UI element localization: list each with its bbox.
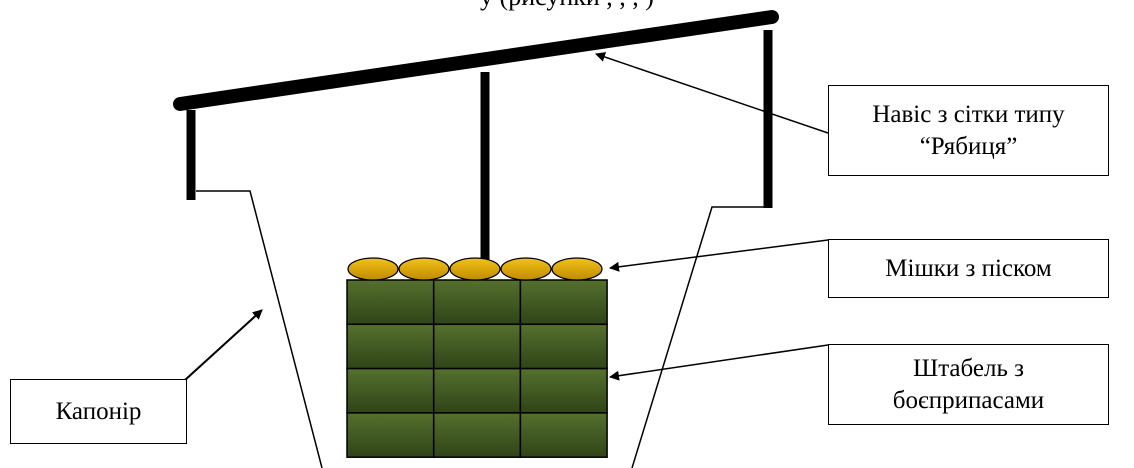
- ammo-box: [519, 412, 608, 458]
- ammo-box: [519, 367, 608, 414]
- sandbags-label: Мішки з піском: [828, 239, 1109, 298]
- ammo-stack-label-line2: боєприпасами: [892, 386, 1045, 414]
- header-fragment: у (рисунки , , , ): [0, 0, 1134, 12]
- canopy-label-line2: “Рябиця”: [919, 132, 1018, 160]
- ammo-stack: [346, 279, 608, 458]
- canopy-label-line1: Навіс з сітки типу: [872, 101, 1065, 129]
- caponier-label: Капонір: [10, 379, 187, 444]
- caponier-wall-left: [196, 190, 323, 468]
- ammo-box: [519, 323, 608, 370]
- canopy-label: Навіс з сітки типу “Рябиця”: [828, 85, 1109, 176]
- ammo-box: [432, 367, 522, 414]
- sandbags-arrow: [609, 239, 829, 272]
- sandbag: [398, 257, 450, 281]
- ammo-box: [346, 323, 435, 370]
- caponier-label-text: Капонір: [55, 397, 142, 425]
- canopy-arrow: [595, 52, 829, 134]
- sandbags: [347, 257, 603, 281]
- ammo-box: [346, 367, 435, 414]
- ammo-box: [432, 323, 522, 370]
- ammo-stack-arrow: [609, 344, 829, 381]
- ammo-box: [432, 279, 522, 326]
- ammo-stack-label: Штабель з боєприпасами: [828, 344, 1109, 425]
- sandbag: [449, 257, 501, 281]
- canopy-bar: [173, 10, 779, 111]
- ammo-box: [519, 279, 608, 326]
- sandbag: [500, 257, 552, 281]
- ammo-box: [346, 412, 435, 458]
- ammo-box: [432, 412, 522, 458]
- ammo-stack-label-line1: Штабель з: [912, 355, 1025, 383]
- ammo-box: [346, 279, 435, 326]
- caponier-wall-right: [631, 206, 765, 468]
- caponier-arrow: [184, 309, 263, 381]
- sandbag: [347, 257, 399, 281]
- sandbag: [551, 257, 603, 281]
- sandbags-label-text: Мішки з піском: [885, 254, 1052, 282]
